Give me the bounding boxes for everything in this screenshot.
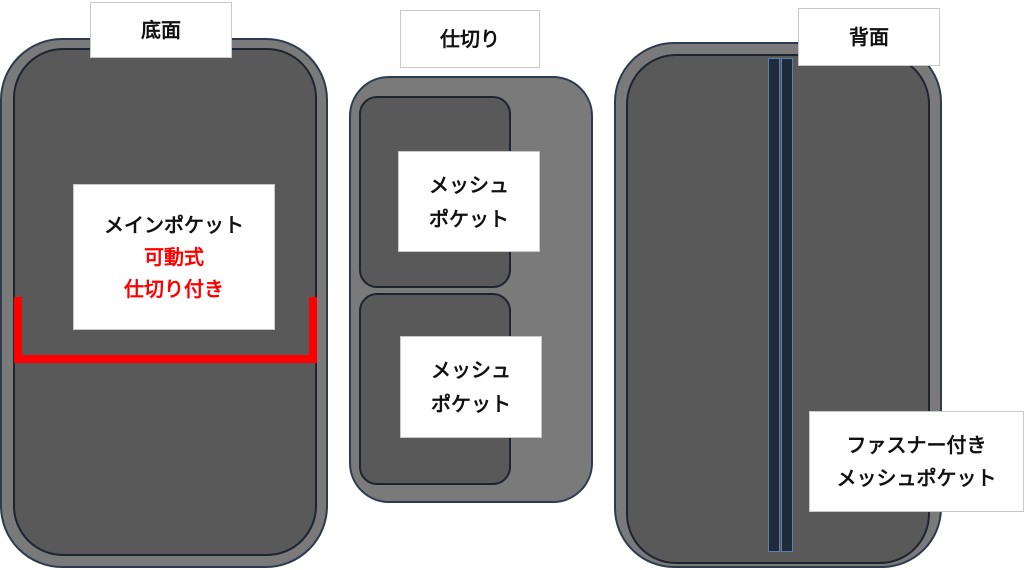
divider-line-left	[14, 297, 22, 363]
zipper-pocket-line2: メッシュポケット	[836, 465, 997, 490]
main-pocket-divider: 仕切り付き	[124, 277, 224, 301]
zipper-right-strip	[781, 58, 793, 552]
bottom-title: 底面	[141, 18, 181, 42]
mesh-pocket-top-line1: メッシュ	[429, 172, 509, 197]
main-pocket-movable: 可動式	[144, 245, 204, 269]
main-pocket-name: メインポケット	[104, 213, 244, 237]
zipper-pocket-line1: ファスナー付き	[846, 432, 987, 457]
back-title: 背面	[849, 25, 889, 49]
divider-line-right	[309, 297, 317, 363]
back-title-label: 背面	[798, 8, 940, 66]
bottom-title-label: 底面	[90, 2, 232, 58]
mesh-pocket-bottom-label: メッシュ ポケット	[400, 336, 542, 438]
mesh-pocket-top-label: メッシュ ポケット	[398, 151, 540, 252]
divider-title: 仕切り	[440, 27, 500, 51]
divider-line-bottom	[14, 355, 317, 363]
mesh-pocket-bottom-line2: ポケット	[431, 392, 511, 416]
main-pocket-label: メインポケット 可動式 仕切り付き	[73, 184, 275, 330]
divider-title-label: 仕切り	[400, 10, 540, 68]
mesh-pocket-top-line2: ポケット	[429, 206, 509, 231]
zipper-left-strip	[768, 58, 780, 552]
zipper-pocket-label: ファスナー付き メッシュポケット	[809, 411, 1024, 512]
mesh-pocket-bottom-line1: メッシュ	[431, 358, 511, 382]
